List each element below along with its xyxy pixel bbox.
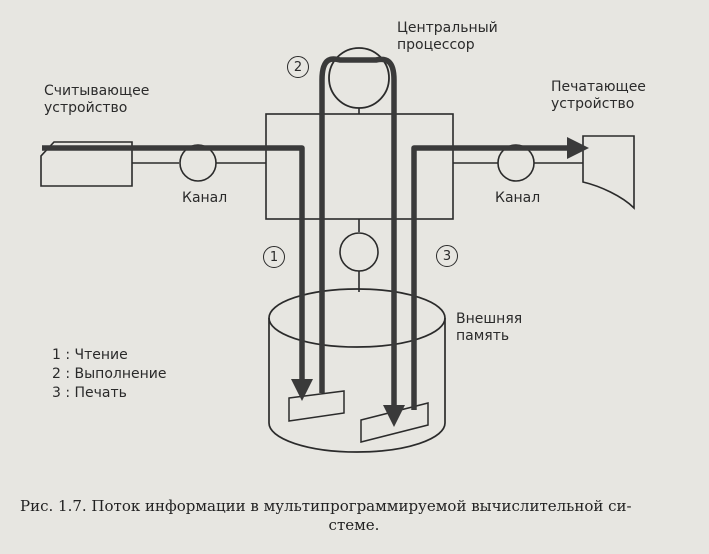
marker-printing: 3 — [436, 245, 458, 267]
cpu-label: Центральный процессор — [397, 20, 498, 53]
flow-printing — [411, 137, 589, 410]
memory-segment-right — [360, 402, 429, 443]
marker-reading: 1 — [263, 246, 285, 268]
caption-line-2: стеме. — [328, 516, 380, 534]
cpu-group — [328, 47, 390, 114]
channel-right-label: Канал — [495, 190, 541, 206]
reader-label: Считывающее устройство — [44, 83, 150, 116]
legend-item-printing: 3 : Печать — [52, 385, 127, 401]
reader-device — [40, 141, 133, 187]
legend-item-reading: 1 : Чтение — [52, 347, 128, 363]
channel-block — [265, 113, 454, 220]
flow-execution — [319, 56, 405, 427]
flow-reading — [42, 145, 313, 401]
legend: 1 : Чтение 2 : Выполнение 3 : Печать — [52, 346, 166, 403]
memory-channel-circle — [339, 232, 379, 272]
printer-device — [582, 135, 635, 210]
marker-execution: 2 — [287, 56, 309, 78]
figure-caption: Рис. 1.7. Поток информации в мультипрогр… — [20, 497, 688, 535]
legend-item-execution: 2 : Выполнение — [52, 366, 167, 382]
memory-label: Внешняя память — [456, 311, 523, 344]
channel-left-label: Канал — [182, 190, 228, 206]
memory-segment-left — [288, 390, 345, 422]
caption-line-1: Рис. 1.7. Поток информации в мультипрогр… — [20, 497, 632, 515]
printer-label: Печатающее устройство — [551, 79, 646, 112]
external-memory-drum — [268, 288, 446, 453]
